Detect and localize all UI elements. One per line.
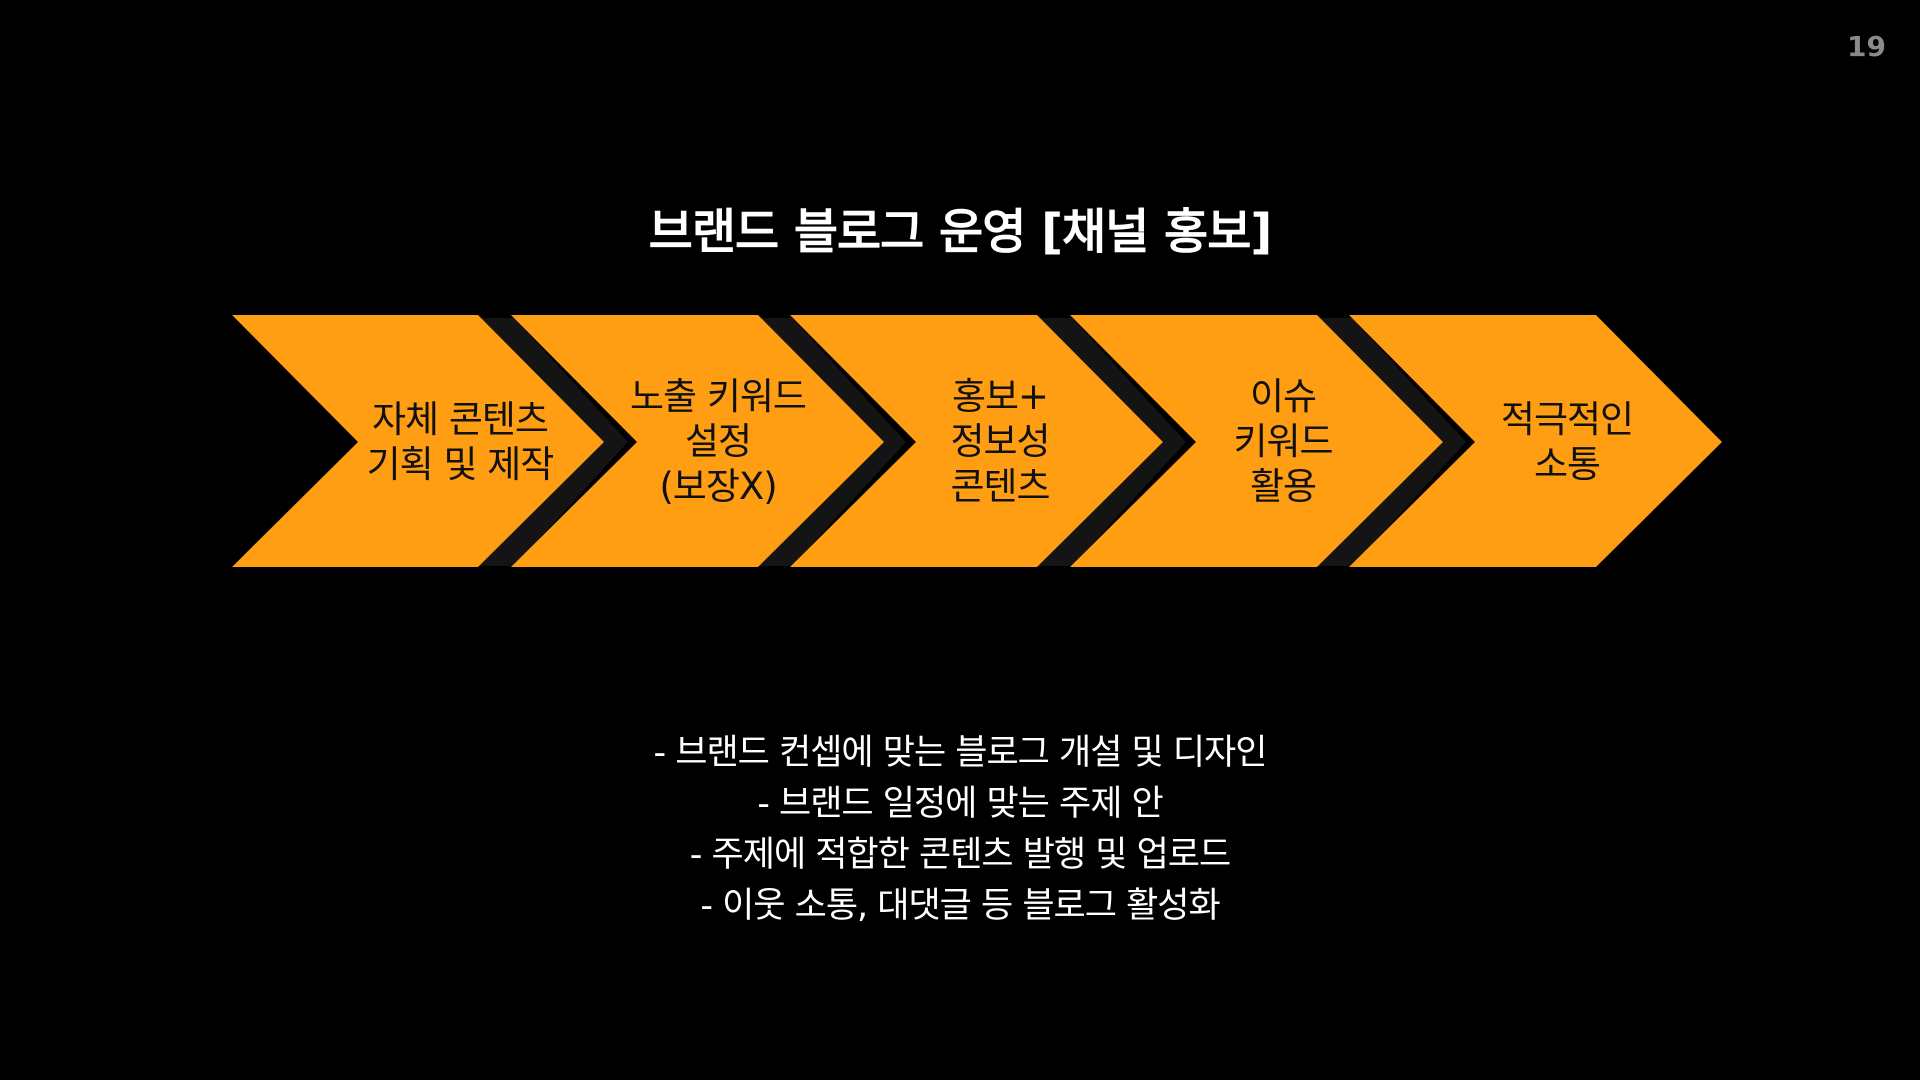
bullet-item: - 이웃 소통, 대댓글 등 블로그 활성화 [700,886,1220,926]
chevron-step-2 [511,315,906,567]
bullet-list: - 브랜드 컨셉에 맞는 블로그 개설 및 디자인 - 브랜드 일정에 맞는 주… [0,728,1920,932]
chevron-5 [1349,315,1722,567]
slide-title: 브랜드 블로그 운영 [채널 홍보] [648,204,1273,260]
chevron-4 [1070,315,1443,567]
chevron-step-5 [1349,315,1722,567]
page-number: 19 [1847,30,1886,63]
bullet-item: - 주제에 적합한 콘텐츠 발행 및 업로드 [689,835,1231,875]
bullet-item: - 브랜드 컨셉에 맞는 블로그 개설 및 디자인 [653,733,1268,773]
step-label-4: 이슈 키워드 활용 [1233,375,1333,508]
chevron-step-1 [232,315,628,567]
step-label-5: 적극적인 소통 [1500,398,1634,486]
bullet-item: - 브랜드 일정에 맞는 주제 안 [757,784,1163,824]
step-label-1: 자체 콘텐츠 기획 및 제작 [366,398,555,486]
chevron-step-4 [1070,315,1466,567]
chevron-2 [511,315,884,567]
step-label-3: 홍보+ 정보성 콘텐츠 [950,375,1050,508]
chevron-step-3 [790,315,1186,567]
chevron-1 [232,315,604,567]
step-label-2: 노출 키워드 설정 (보장X) [630,375,807,508]
chevron-3 [790,315,1163,567]
